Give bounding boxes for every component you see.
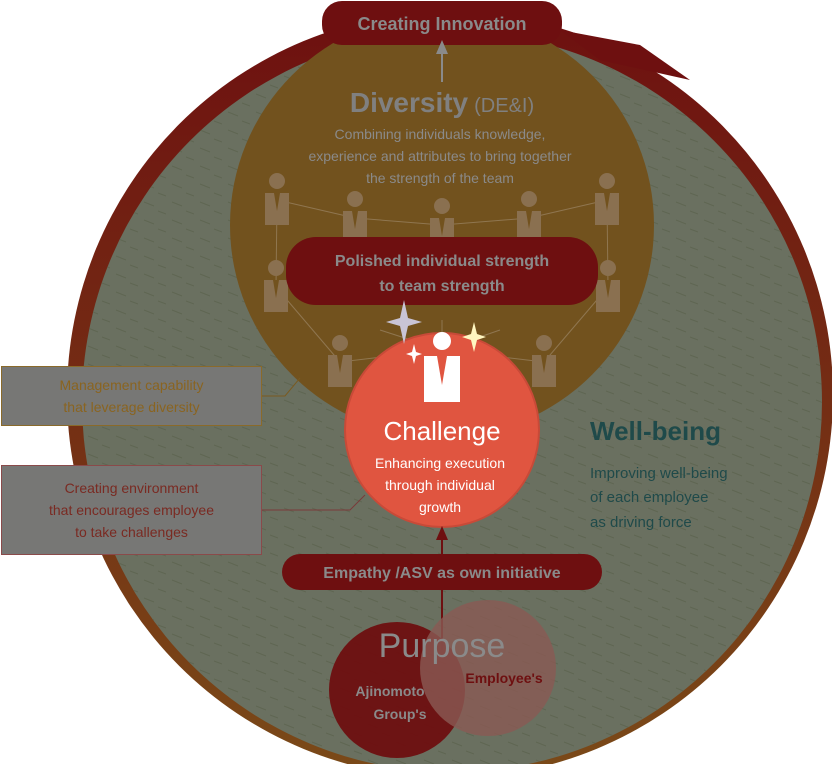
person-icon [343, 191, 367, 243]
purpose-title: Purpose [379, 627, 506, 665]
diversity-desc-3: the strength of the team [366, 170, 514, 186]
sparkle-icon [406, 344, 422, 364]
diversity-title: Diversity(DE&I) [350, 87, 534, 118]
team-strength-text-1: Polished individual strength [335, 253, 549, 270]
environment-line-1: Creating environment [64, 480, 199, 496]
creating-innovation-label [322, 1, 562, 45]
challenge-desc-1: Enhancing execution [375, 455, 505, 471]
challenge-desc-3: growth [419, 499, 461, 515]
team-strength-text-2: to team strength [379, 278, 504, 295]
empathy-label [282, 554, 602, 590]
connector-environment [262, 494, 366, 511]
empathy-text: Empathy /ASV as own initiative [323, 565, 560, 582]
wellbeing-title: Well-being [590, 416, 721, 446]
group-label-2: Group's [373, 706, 426, 722]
sparkle-icon [386, 300, 422, 344]
employee-label: Employee's [465, 670, 542, 686]
management-capability-box: Management capability that leverage dive… [1, 366, 262, 426]
wellbeing-desc-2: of each employee [590, 489, 708, 506]
arrow-head-icon [436, 40, 448, 54]
person-icon [328, 335, 352, 387]
ring-arrow-head [560, 30, 690, 80]
person-icon [264, 260, 288, 312]
employee-purpose-circle [420, 600, 556, 736]
network-link [276, 199, 356, 219]
management-line-2: that leverage diversity [63, 399, 200, 415]
wellbeing-desc-1: Improving well-being [590, 465, 728, 482]
person-icon [532, 335, 556, 387]
group-label-1: Ajinomoto [355, 683, 424, 699]
network-link [528, 199, 608, 219]
challenge-title: Challenge [383, 416, 500, 446]
person-icon [596, 260, 620, 312]
environment-line-3: to take challenges [75, 524, 188, 540]
challenge-desc-2: through individual [385, 477, 495, 493]
team-members [264, 173, 620, 387]
wellbeing-desc-3: as driving force [590, 514, 692, 531]
person-icon [424, 332, 460, 402]
environment-line-2: that encourages employee [49, 502, 214, 518]
connector-management [262, 377, 301, 397]
management-line-1: Management capability [59, 377, 204, 393]
challenge-environment-box: Creating environment that encourages emp… [1, 465, 262, 555]
person-icon [265, 173, 289, 225]
network-link [441, 217, 530, 226]
network-link [354, 217, 443, 226]
sparkle-icon [462, 322, 486, 352]
creating-innovation-text: Creating Innovation [357, 14, 526, 34]
arrow-head-icon [436, 526, 448, 540]
diversity-desc-1: Combining individuals knowledge, [335, 126, 546, 142]
person-icon [595, 173, 619, 225]
person-icon [517, 191, 541, 243]
diversity-desc-2: experience and attributes to bring toget… [308, 148, 571, 164]
team-strength-label [286, 237, 598, 305]
